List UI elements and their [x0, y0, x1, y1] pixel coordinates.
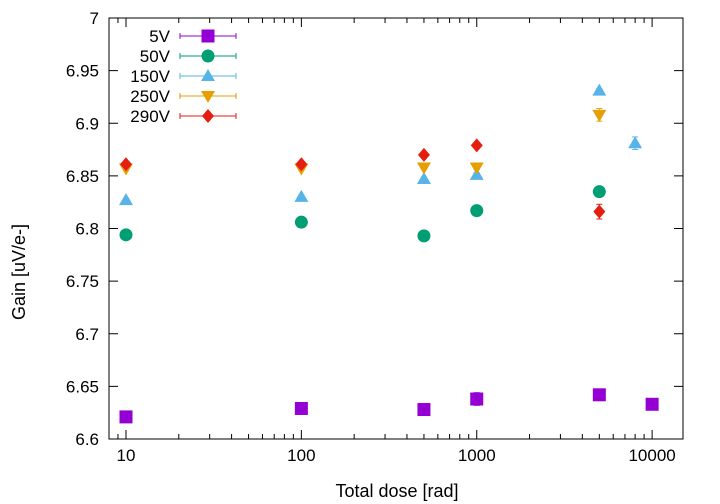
legend-label: 5V [149, 27, 170, 46]
data-point [470, 138, 483, 153]
data-point [417, 229, 431, 243]
y-tick-label: 6.75 [66, 272, 99, 291]
x-tick-label: 10000 [628, 446, 675, 465]
legend-label: 150V [130, 67, 170, 86]
series-250v [118, 108, 607, 176]
y-tick-label: 6.85 [66, 167, 99, 186]
series-50v [119, 185, 606, 243]
legend-item-50v: 50V [140, 47, 237, 66]
y-tick-label: 6.7 [75, 325, 99, 344]
data-point [119, 228, 133, 242]
data-point [295, 157, 308, 172]
y-tick-label: 6.8 [75, 220, 99, 239]
data-point [294, 401, 308, 415]
data-point [416, 172, 431, 185]
series-290v [119, 138, 606, 220]
legend-marker [201, 29, 215, 43]
y-tick-label: 6.9 [75, 114, 99, 133]
legend-item-250v: 250V [130, 87, 237, 106]
data-points [118, 83, 659, 424]
data-point [592, 185, 606, 199]
axis-ticks: 10 100 1000 10000 6.6 6.65 6.7 6.75 6.8 6.85 6.9 6.… [66, 9, 683, 465]
plot-frame [108, 17, 684, 440]
legend-marker [202, 109, 214, 123]
series-5v [119, 388, 659, 424]
data-point [628, 136, 643, 149]
legend-label: 290V [130, 107, 170, 126]
x-axis-label: Total dose [rad] [335, 481, 458, 501]
legend-item-150v: 150V [130, 67, 237, 86]
legend-label: 250V [130, 87, 170, 106]
data-point [416, 162, 431, 175]
data-point [417, 403, 431, 417]
data-point [645, 397, 659, 411]
data-point [592, 388, 606, 402]
data-point [417, 147, 430, 162]
y-tick-label: 6.6 [75, 430, 99, 449]
y-tick-label: 7 [90, 9, 99, 28]
x-tick-label: 100 [287, 446, 315, 465]
data-point [592, 83, 607, 96]
y-axis-label: Gain [uV/e-] [9, 224, 29, 320]
data-point [119, 157, 132, 172]
legend-label: 50V [140, 47, 171, 66]
data-point [294, 215, 308, 229]
data-point [118, 193, 133, 206]
data-point [119, 410, 133, 424]
y-tick-label: 6.95 [66, 62, 99, 81]
legend-marker [201, 69, 215, 81]
data-point [294, 189, 309, 202]
series-150v [118, 83, 643, 206]
data-point [593, 204, 606, 219]
data-point [469, 162, 484, 175]
legend-item-5v: 5V [149, 27, 237, 46]
legend-marker [201, 49, 215, 63]
x-tick-label: 10 [117, 446, 136, 465]
legend-item-290v: 290V [130, 107, 237, 126]
plot-border [108, 17, 684, 440]
y-tick-label: 6.65 [66, 377, 99, 396]
data-point [592, 109, 607, 122]
data-point [470, 204, 484, 218]
x-tick-label: 1000 [458, 446, 496, 465]
data-point [470, 392, 484, 406]
legend-marker [201, 91, 215, 103]
